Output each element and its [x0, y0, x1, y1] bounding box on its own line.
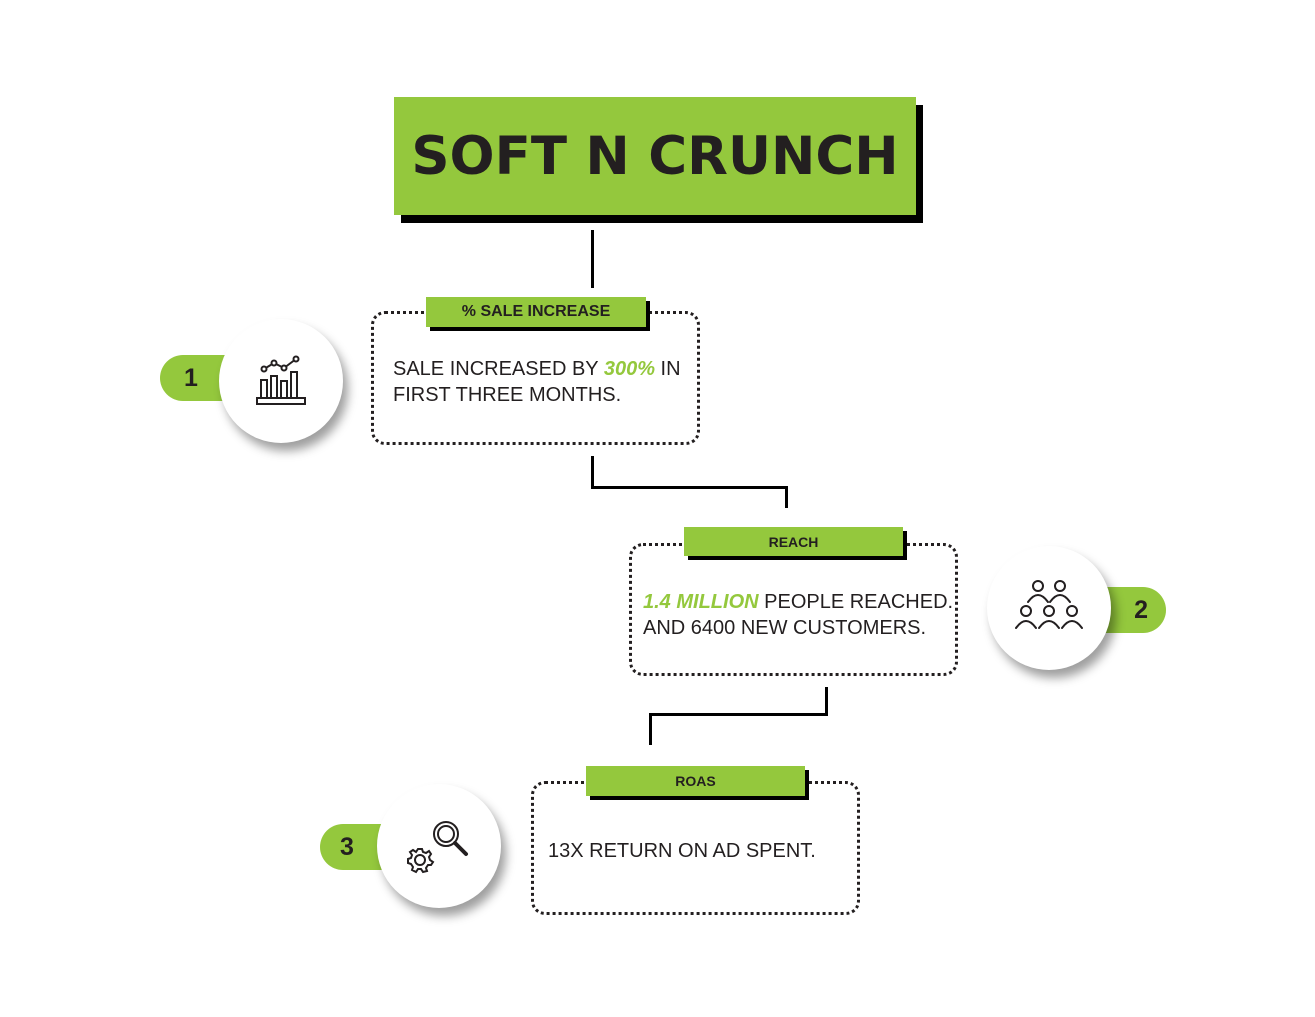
- step-1-text-after: IN: [654, 358, 681, 380]
- connector-step1-across: [591, 486, 788, 489]
- step-2-text-after: PEOPLE REACHED.: [758, 591, 954, 613]
- connector-step2-across: [649, 713, 828, 716]
- step-2-number: 2: [1134, 595, 1148, 624]
- step-2-text-line2: AND 6400 NEW CUSTOMERS.: [643, 617, 927, 639]
- step-1-number: 1: [184, 363, 198, 392]
- step-1-card: [371, 311, 700, 445]
- step-3-tag: ROAS: [586, 766, 805, 796]
- step-2-card: [629, 543, 958, 676]
- step-1-tag: % SALE INCREASE: [426, 297, 646, 327]
- bar-chart-icon: [256, 355, 306, 405]
- step-1-text: SALE INCREASED BY 300% IN FIRST THREE MO…: [393, 356, 681, 408]
- title-box: SOFT N CRUNCH: [394, 97, 916, 215]
- connector-step2-down: [825, 687, 828, 716]
- connector-step1-down: [591, 456, 594, 488]
- step-2-text: 1.4 MILLION PEOPLE REACHED. AND 6400 NEW…: [643, 589, 953, 641]
- step-3-icon-circle: [377, 784, 501, 908]
- step-1-text-before: SALE INCREASED BY: [393, 358, 604, 380]
- step-1-icon-circle: [219, 319, 343, 443]
- gear-search-icon: [407, 821, 468, 874]
- step-3-text: 13X RETURN ON AD SPENT.: [548, 838, 816, 864]
- connector-step3-in: [649, 713, 652, 745]
- step-1-text-line2: FIRST THREE MONTHS.: [393, 384, 622, 406]
- page-title: SOFT N CRUNCH: [411, 125, 899, 187]
- step-3-card: [531, 781, 860, 915]
- people-group-icon: [1015, 580, 1083, 629]
- connector-step2-in: [785, 486, 788, 508]
- step-3-text-line1: 13X RETURN ON AD SPENT.: [548, 840, 816, 862]
- step-2-tag: REACH: [684, 527, 903, 556]
- step-2-highlight: 1.4 MILLION: [643, 591, 759, 613]
- step-2-icon-circle: [987, 546, 1111, 670]
- step-3-number: 3: [340, 832, 354, 861]
- step-1-highlight: 300%: [603, 358, 655, 380]
- connector-title-step1: [591, 230, 594, 288]
